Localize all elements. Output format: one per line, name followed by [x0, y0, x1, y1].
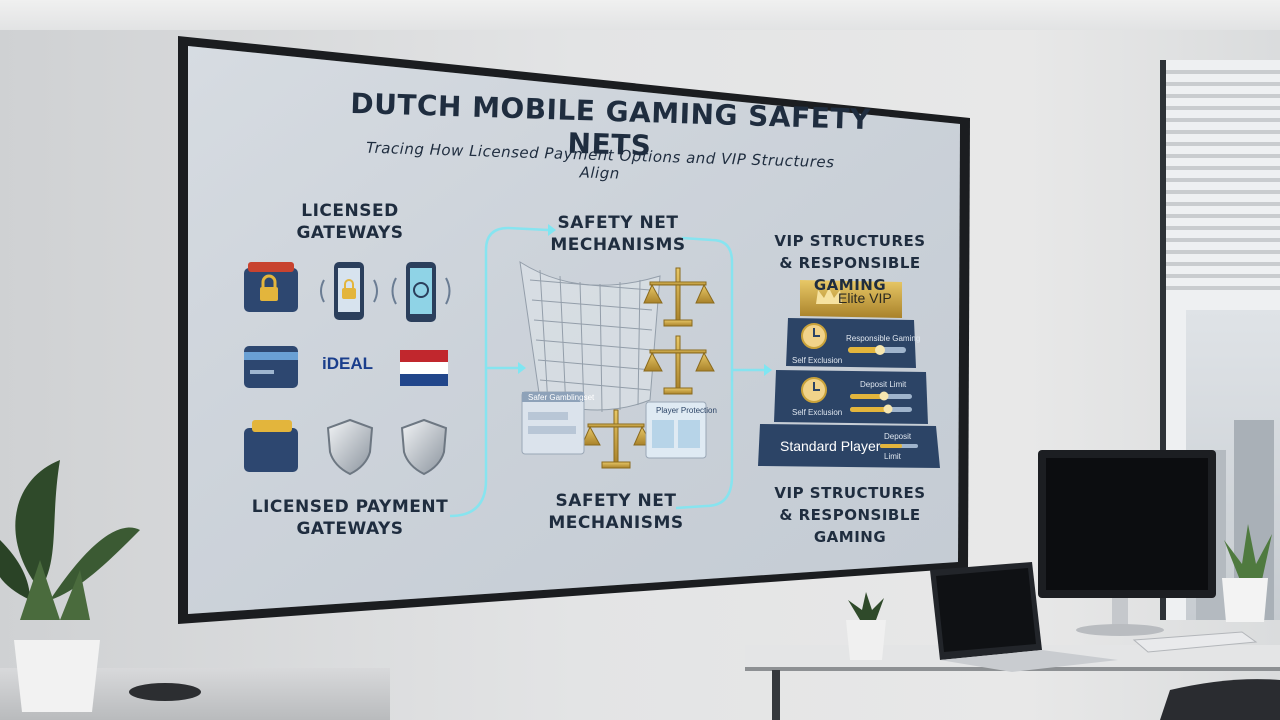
- tier-standard-label-c: Limit: [884, 452, 901, 461]
- panel-left: [521, 391, 585, 455]
- flow-lines: [449, 226, 764, 518]
- slider: [850, 404, 912, 414]
- tier-3-label-b: Deposit Limit: [860, 380, 907, 389]
- tier-standard: [758, 424, 940, 468]
- phone-nfc-icon: [391, 262, 451, 322]
- safety-net-graphic: [519, 260, 661, 413]
- mouse: [129, 683, 201, 701]
- tier-standard-label: Standard Player: [780, 438, 881, 454]
- wallet-icon: [244, 420, 298, 472]
- clock-icon: [801, 323, 827, 349]
- slider: [850, 391, 912, 401]
- right-heading-bottom: VIP STRUCTURES & RESPONSIBLE GAMING: [774, 484, 926, 546]
- slider: [848, 345, 906, 355]
- left-heading-bottom: LICENSED PAYMENT GATEWAYS: [251, 497, 449, 539]
- panel-right: [645, 401, 707, 459]
- tier-3-label-a: Self Exclusion: [792, 408, 843, 417]
- tier-2-label-a: Self Exclusion: [792, 356, 843, 365]
- panel-right-label: Player Protection: [656, 406, 717, 415]
- card-icon: [244, 346, 298, 388]
- dutch-flag-icon: [400, 350, 448, 386]
- ideal-logo: iDEAL: [322, 354, 373, 373]
- left-heading-top: LICENSED GATEWAYS: [296, 201, 404, 243]
- tier-standard-label-b: Deposit: [884, 432, 912, 441]
- panel-left-label: Safer Gamblingset: [528, 393, 595, 402]
- phone-lock-icon: [320, 262, 378, 320]
- slider: [880, 444, 918, 448]
- tier-elite-label: Elite VIP: [838, 290, 892, 306]
- monitor: [1038, 450, 1216, 636]
- middle-heading-top: SAFETY NET MECHANISMS: [550, 213, 686, 255]
- crown-icon: [816, 288, 842, 304]
- tier-2-label-b: Responsible Gaming: [846, 334, 921, 343]
- tier-elite: [800, 280, 902, 318]
- clock-icon: [801, 377, 827, 403]
- scales-icon: [643, 267, 715, 327]
- plant-left: [0, 460, 140, 712]
- wallet-lock-icon: [244, 262, 298, 312]
- vip-pyramid: [758, 280, 940, 468]
- laptop: [930, 562, 1118, 672]
- plant-right: [1222, 524, 1272, 622]
- keyboard: [1132, 631, 1258, 653]
- ceiling: [0, 0, 1280, 30]
- middle-heading-bottom: SAFETY NET MECHANISMS: [548, 491, 684, 533]
- plant-desk: [846, 592, 886, 660]
- right-heading-top: VIP STRUCTURES & RESPONSIBLE GAMING: [774, 232, 926, 294]
- chair: [1160, 679, 1280, 720]
- scales-icon: [643, 335, 715, 395]
- shield-icon: [400, 418, 448, 476]
- shield-icon: [326, 418, 374, 476]
